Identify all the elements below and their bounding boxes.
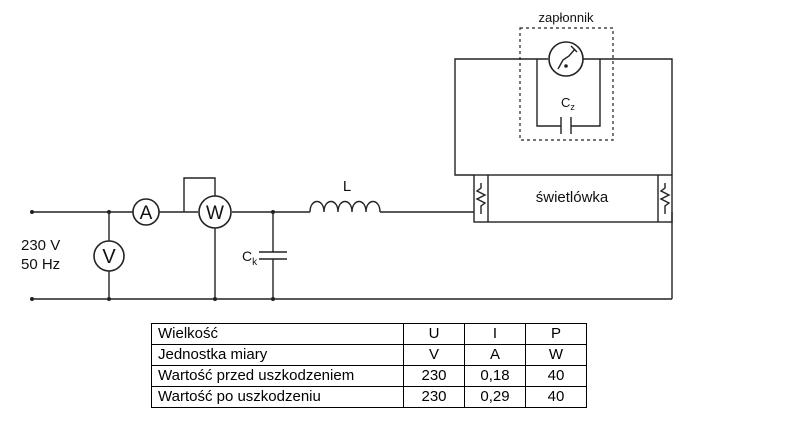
wire-cz-left: [536, 59, 561, 127]
junction-ck-bottom: [271, 297, 275, 301]
lamp-left-filament-icon: [475, 183, 487, 214]
table-cell: A: [464, 344, 526, 366]
table-cell: W: [525, 344, 587, 366]
table-cell: Wartość po uszkodzeniu: [151, 386, 404, 408]
lamp-right-filament-icon: [659, 183, 671, 214]
table-header-cell: Wielkość: [151, 323, 404, 345]
starter-bimetal-icon: [557, 48, 576, 70]
table-row: Wartość przed uszkodzeniem 230 0,18 40: [151, 365, 587, 387]
table-header-row: Wielkość U I P: [151, 323, 587, 345]
lamp-label: świetlówka: [536, 189, 609, 206]
table-header-cell: I: [464, 323, 526, 345]
junction-wattmeter-bottom: [213, 297, 217, 301]
ammeter-icon: [132, 198, 160, 226]
starter-contact-dot: [564, 64, 568, 68]
input-terminal-bottom: [30, 297, 34, 301]
wire-cz-right: [571, 59, 601, 127]
table-cell: Wartość przed uszkodzeniem: [151, 365, 404, 387]
input-terminal-top: [30, 210, 34, 214]
table-cell: 230: [403, 365, 465, 387]
table-header-cell: P: [525, 323, 587, 345]
fluorescent-lamp-tube: [473, 174, 673, 223]
table-cell: 230: [403, 386, 465, 408]
junction-ck-top: [271, 210, 275, 214]
table-header-cell: U: [403, 323, 465, 345]
starter-bimetal-tick: [570, 45, 578, 53]
inductor-label: L: [343, 178, 351, 195]
ck-label: Ck: [242, 248, 258, 268]
table-cell: V: [403, 344, 465, 366]
supply-frequency-label: 50 Hz: [21, 256, 60, 273]
cz-label: Cz: [561, 95, 575, 112]
table-cell: 0,18: [464, 365, 526, 387]
junction-voltmeter-bottom: [107, 297, 111, 301]
table-cell: 40: [525, 365, 587, 387]
table-cell: 40: [525, 386, 587, 408]
starter-dashed-box: [519, 27, 614, 141]
table-cell: 0,29: [464, 386, 526, 408]
table-cell: Jednostka miary: [151, 344, 404, 366]
wattmeter-symbol: W: [206, 203, 224, 224]
wattmeter-voltage-loop: [183, 177, 216, 212]
starter-label: zapłonnik: [539, 10, 594, 25]
wire-starter-left: [454, 58, 548, 176]
ammeter-symbol: A: [140, 203, 153, 224]
table-row: Jednostka miary V A W: [151, 344, 587, 366]
junction-voltmeter-top: [107, 210, 111, 214]
table-row: Wartość po uszkodzeniu 230 0,29 40: [151, 386, 587, 408]
wire-starter-right: [583, 58, 673, 175]
supply-voltage-label: 230 V: [21, 237, 60, 254]
circuit-diagram: V A W Ck L świetlówka zapłonnik Cz 230 V…: [21, 10, 673, 301]
voltmeter-icon: [93, 240, 125, 272]
voltmeter-symbol: V: [102, 246, 116, 268]
starter-glow-bulb-icon: [548, 41, 584, 77]
inductor-icon: [309, 200, 381, 213]
measurement-table: Wielkość U I P Jednostka miary V A W War…: [151, 323, 587, 408]
